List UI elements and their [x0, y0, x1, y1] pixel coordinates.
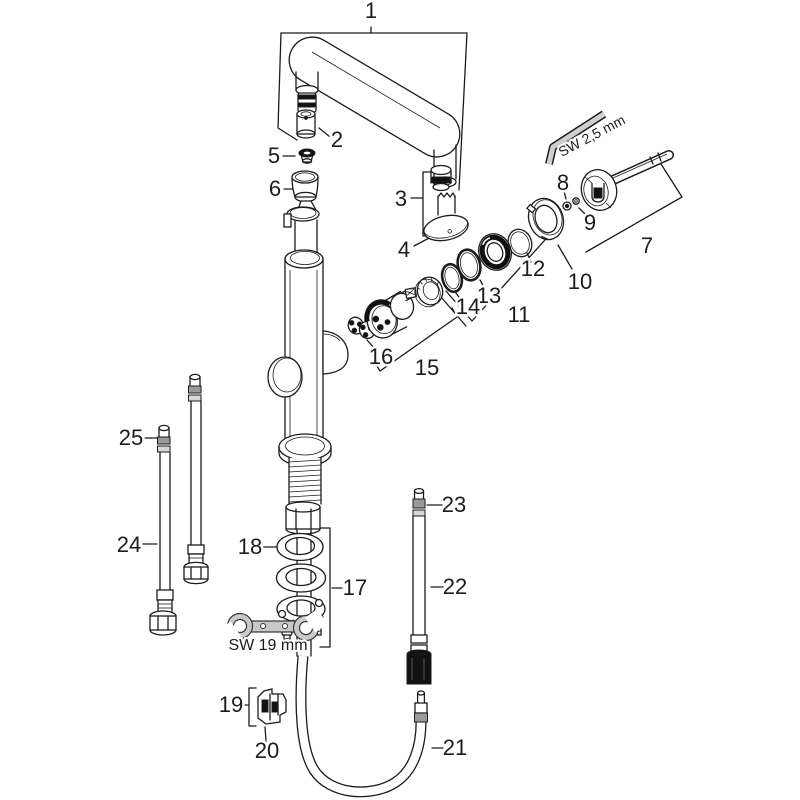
- spout-nipple: [295, 71, 319, 113]
- part-callout-20: 20: [255, 738, 279, 763]
- threaded-shank: [288, 457, 322, 505]
- part-callout-24: 24: [117, 532, 141, 557]
- part-callout-4: 4: [398, 237, 410, 262]
- part-callout-12: 12: [521, 256, 545, 281]
- cartridge-nut: [414, 276, 444, 308]
- cartridge-stack: [347, 197, 565, 340]
- part-callout-7: 7: [641, 233, 653, 258]
- aerator-group: [423, 164, 469, 242]
- part-callout-8: 8: [557, 170, 569, 195]
- check-valve: [296, 109, 316, 139]
- washer-18: [276, 532, 324, 562]
- open-end-wrench: [218, 609, 328, 645]
- spray-hose-curved: [295, 655, 428, 798]
- aerator-insert: [430, 164, 452, 192]
- part-callout-19: 19: [219, 692, 243, 717]
- cartridge-stem: [404, 287, 418, 299]
- part-callout-1: 1: [365, 0, 377, 23]
- wrench-size-label: SW 19 mm: [228, 637, 307, 654]
- cap: [291, 170, 319, 203]
- cartridge: [364, 287, 418, 339]
- bearing-sleeve: [478, 233, 512, 271]
- part-callout-10: 10: [568, 269, 592, 294]
- spout: [288, 36, 461, 188]
- part-callout-14: 14: [456, 294, 480, 319]
- part-callout-17: 17: [343, 575, 367, 600]
- set-screw-8: [562, 201, 572, 211]
- part-callout-9: 9: [584, 210, 596, 235]
- plug-9: [572, 197, 580, 205]
- part-callout-6: 6: [269, 176, 281, 201]
- allen-key: [545, 110, 607, 165]
- part-callout-16: 16: [369, 344, 393, 369]
- group-brackets: [248, 26, 683, 727]
- part-callout-2: 2: [331, 127, 343, 152]
- part-callout-18: 18: [238, 534, 262, 559]
- supply-hose-left: [149, 424, 177, 636]
- part-callout-13: 13: [477, 283, 501, 308]
- part-callout-3: 3: [395, 186, 407, 211]
- spray-face: [423, 192, 469, 242]
- part-callout-5: 5: [268, 143, 280, 168]
- securing-clip: [257, 688, 287, 725]
- o-ring-13: [456, 248, 482, 282]
- o-ring-12: [507, 228, 533, 258]
- seal-ring: [298, 148, 316, 164]
- part-callout-11: 11: [508, 302, 531, 327]
- handle-group: [545, 110, 674, 211]
- swivel-joint: [283, 200, 320, 254]
- washer-mid: [275, 563, 327, 593]
- supply-hose-right: [183, 373, 209, 585]
- shank-nut: [285, 501, 321, 535]
- hose-tip: [414, 690, 428, 723]
- part-callout-15: 15: [415, 355, 439, 380]
- side-knob: [267, 356, 303, 398]
- leader-lines: [142, 127, 587, 749]
- faucet-body: [267, 249, 349, 446]
- part-callout-21: 21: [443, 735, 467, 760]
- part-callout-22: 22: [443, 574, 467, 599]
- part-callout-23: 23: [442, 492, 466, 517]
- part-callout-25: 25: [119, 425, 143, 450]
- handle-lever: [580, 150, 674, 211]
- retainer-ring-10: [526, 197, 565, 241]
- outlet-boss: [322, 330, 349, 375]
- spray-hose-vertical: [406, 487, 432, 685]
